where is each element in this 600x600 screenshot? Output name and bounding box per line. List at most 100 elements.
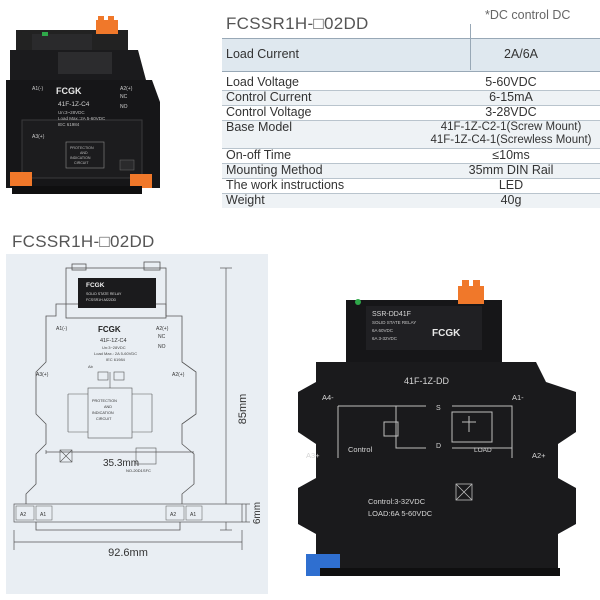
spec-label: The work instructions: [226, 178, 345, 192]
drawing-module-line: SOLID STATE RELAY: [86, 292, 122, 296]
header-band: [222, 38, 600, 72]
top-photo-a2: A2(+): [120, 86, 133, 92]
base-a4: A4-: [322, 393, 334, 402]
header-bracket: [222, 24, 471, 38]
dim-height-label: 85mm: [237, 394, 249, 425]
module-label: [78, 278, 156, 308]
relay-base: 41F-1Z-DD A4- A1- A3+ A2+ S D Control LO…: [298, 362, 576, 568]
header-divider: [470, 38, 471, 70]
relay-module: SSR-DD41F SOLID STATE RELAY 6A 60VDC 6A …: [346, 280, 502, 362]
base-a1: A1-: [512, 393, 524, 402]
spec-row-load-voltage: Load Voltage 5-60VDC: [226, 75, 596, 90]
spec-value: 35mm DIN Rail: [468, 163, 554, 177]
spec-row-on-off-time: On-off Time ≤10ms: [226, 148, 596, 163]
spec-label: Load Voltage: [226, 75, 299, 89]
drawing-panel: [6, 254, 268, 594]
spec-value: 2A/6A: [503, 47, 539, 61]
dc-control-note: *DC control DC: [485, 8, 571, 22]
drawing-no: NO: [158, 344, 166, 350]
dim-width-line: [242, 503, 250, 523]
base-a3: A3+: [306, 451, 320, 460]
drawing-protect-1: PROTECTION: [92, 399, 117, 403]
drawing-load: Load Max.: 2A 5-60VDC: [94, 351, 137, 356]
base-load-spec: LOAD:6A 5-60VDC: [368, 509, 433, 518]
module-tab: [71, 263, 87, 271]
dim-height-line: [220, 267, 232, 531]
profile-label: A2: [170, 512, 176, 518]
spec-label: On-off Time: [226, 148, 292, 162]
spec-band: [222, 193, 600, 208]
top-photo-no: NO: [120, 104, 128, 110]
top-photo-un: Un:3~28VDC: [58, 110, 85, 115]
spec-label: Base Model: [226, 120, 293, 134]
spec-divider: [222, 163, 600, 164]
drawing-std: IEC 61984: [106, 357, 126, 362]
profile-terminal: [165, 505, 185, 521]
top-photo-load: Load Max.:2A 5-60VDC: [58, 116, 106, 121]
spec-band: [222, 120, 600, 148]
spec-label: Control Voltage: [226, 105, 312, 119]
top-photo-a3: A3(+): [32, 134, 45, 140]
spec-row-weight: Weight 40g: [226, 193, 596, 208]
dim-length-line: [13, 530, 243, 550]
drawing-crossed-bin-icon: [59, 449, 73, 463]
top-photo-protect-3: INDICATION: [70, 156, 91, 160]
base-model: 41F-1Z-DD: [404, 376, 450, 386]
module-orange-latch: [458, 286, 484, 304]
spec-row-load-current: Load Current 2A/6A: [226, 47, 596, 62]
base-load-label: LOAD: [474, 447, 492, 454]
profile-terminal: [15, 505, 35, 521]
profile-strip: [13, 503, 243, 523]
terminal-orange-left: [10, 172, 32, 186]
relay-base-photo: SSR-DD41F SOLID STATE RELAY 6A 60VDC 6A …: [298, 280, 576, 576]
top-photo-a1: A1(-): [32, 86, 43, 92]
spec-band: [222, 163, 600, 178]
spec-divider: [222, 178, 600, 179]
base-d: D: [436, 443, 441, 450]
drawing-schematic: [67, 371, 153, 439]
technical-drawing: FCGK SOLID STATE RELAY FCSSR1H-M22DD FCG…: [13, 261, 263, 559]
drawing-no-sfc: NO-20D1SFC: [126, 468, 151, 473]
base-s: S: [436, 405, 441, 412]
terminal-orange-right: [130, 174, 152, 188]
drawing-module-brand: FCGK: [86, 282, 105, 289]
spec-row-control-current: Control Current 6-15mA: [226, 90, 596, 105]
spec-label: Weight: [226, 193, 265, 207]
drawing-protect-4: CIRCUIT: [96, 417, 112, 421]
drawing-adj: Ab: [88, 364, 94, 369]
base-control-spec: Control:3-32VDC: [368, 497, 426, 506]
module-spec-2: 6A 3-32VDC: [372, 336, 398, 341]
module-spec-1: 6A 60VDC: [372, 328, 394, 333]
spec-label: Control Current: [226, 90, 312, 104]
spec-value: 40g: [500, 193, 522, 207]
module-brand: FCGK: [432, 328, 461, 339]
drawing-nc: NC: [158, 334, 166, 340]
base-crossed-bin-icon: [455, 483, 473, 501]
spec-divider: [222, 90, 600, 91]
module-latch: [143, 261, 161, 271]
top-photo-protect-1: PROTECTION: [70, 146, 94, 150]
drawing-brand: FCGK: [98, 325, 121, 334]
base-a2: A2+: [532, 451, 546, 460]
base-outline: [25, 303, 197, 531]
spec-row-work-instructions: The work instructions LED: [226, 178, 596, 193]
spec-value: 5-60VDC: [485, 75, 537, 89]
top-photo-model: 41F-1Z-C4: [58, 101, 90, 108]
module-outline: [65, 267, 167, 319]
profile-terminal: [185, 505, 203, 521]
drawing-title: FCSSR1H-□02DD: [12, 232, 155, 251]
dim-length-label: 92.6mm: [108, 547, 148, 559]
drawing-a2: A2(+): [156, 326, 169, 332]
spec-divider: [222, 193, 600, 194]
drawing-un: Un:3~28VDC: [102, 345, 126, 350]
din-rail-foot: [12, 186, 142, 194]
spec-value: 41F-1Z-C2-1(Screw Mount): [440, 121, 582, 133]
drawing-a3: A3(+): [36, 372, 49, 378]
spec-row-base-model: Base Model 41F-1Z-C2-1(Screw Mount) 41F-…: [226, 120, 596, 148]
module-line: SOLID STATE RELAY: [372, 320, 416, 325]
profile-label: A1: [190, 512, 196, 518]
spec-band: [222, 90, 600, 105]
spec-value: LED: [498, 178, 524, 192]
spec-divider: [222, 105, 600, 106]
spec-value-secondary: 41F-1Z-C4-1(Screwless Mount): [430, 134, 592, 146]
